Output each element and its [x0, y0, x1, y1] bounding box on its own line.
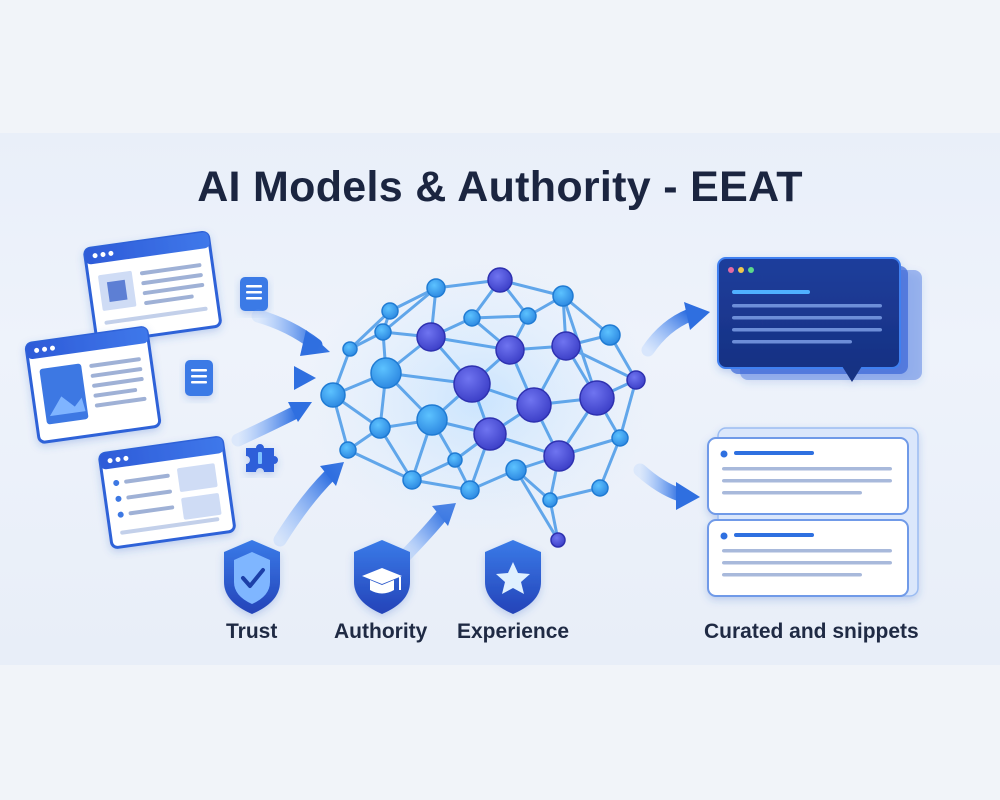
network-node: [381, 302, 399, 320]
network-node: [495, 335, 525, 365]
network-node: [579, 380, 615, 416]
network-node: [416, 404, 448, 436]
network-node: [611, 429, 629, 447]
network-node: [369, 417, 391, 439]
network-edge: [381, 286, 438, 334]
puzzle-icon: [246, 444, 278, 472]
network-edge: [618, 378, 638, 440]
chat-bubble-icon: [717, 257, 922, 382]
network-node: [460, 480, 480, 500]
network-node: [516, 387, 552, 423]
network-edge: [514, 468, 560, 542]
network-node: [487, 267, 513, 293]
network-node: [370, 357, 402, 389]
label-authority: Authority: [334, 620, 428, 643]
network-edge: [598, 436, 622, 490]
shield-star-icon: [485, 540, 541, 614]
network-node: [416, 322, 446, 352]
network-node: [519, 307, 537, 325]
source-window-middle: [24, 326, 162, 444]
network-node: [473, 417, 507, 451]
network-node: [374, 323, 392, 341]
label-output: Curated and snippets: [704, 620, 919, 643]
network-node: [505, 459, 527, 481]
network-node: [542, 492, 558, 508]
shield-graduation-cap-icon: [354, 540, 410, 614]
diagram-title: AI Models & Authority - EEAT: [197, 163, 803, 211]
network-edge: [470, 314, 530, 320]
network-node: [426, 278, 446, 298]
output-arrows: [633, 302, 710, 510]
network-edge: [410, 478, 472, 492]
network-node: [551, 331, 581, 361]
network-node: [543, 440, 575, 472]
source-window-bottom: [98, 436, 236, 549]
source-window-top: [83, 230, 222, 344]
network-node: [550, 532, 566, 548]
network-edge: [348, 309, 392, 351]
label-experience: Experience: [457, 620, 570, 643]
network-node: [447, 452, 463, 468]
network-node: [626, 370, 646, 390]
network-node: [591, 479, 609, 497]
network-edge: [346, 448, 414, 482]
network-node: [463, 309, 481, 327]
network-node: [339, 441, 357, 459]
label-trust: Trust: [226, 620, 278, 643]
network-node: [599, 324, 621, 346]
neural-network-brain: [320, 267, 646, 548]
snippet-card-icon: [707, 427, 919, 597]
document-icon: [185, 360, 213, 396]
network-node: [402, 470, 422, 490]
network-node: [320, 382, 346, 408]
network-node: [342, 341, 358, 357]
network-node: [552, 285, 574, 307]
document-icon: [240, 277, 268, 311]
shield-check-icon: [224, 540, 280, 614]
network-node: [453, 365, 491, 403]
